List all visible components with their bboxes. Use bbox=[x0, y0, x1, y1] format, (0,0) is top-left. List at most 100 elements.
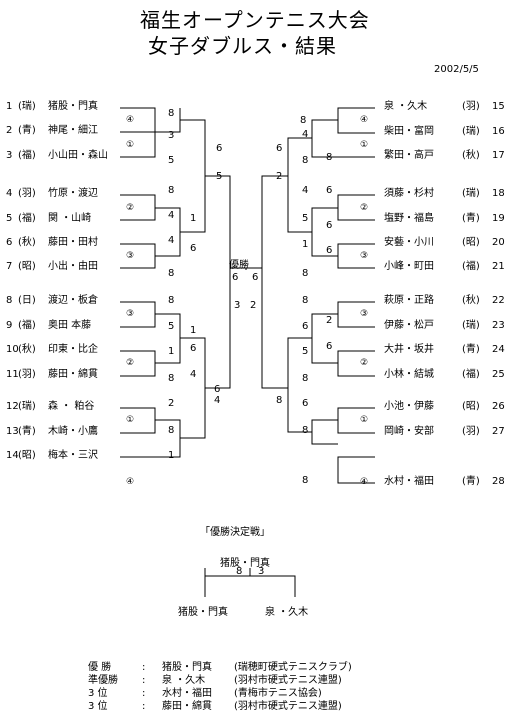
right-player-club: (瑞) bbox=[462, 320, 480, 331]
final-left-score: 6 bbox=[232, 272, 239, 283]
right-player-names: 伊藤・松戸 bbox=[384, 320, 434, 331]
left-player-club: (青) bbox=[18, 125, 36, 136]
right-player-names: 小林・結城 bbox=[384, 369, 434, 380]
left-player-number: 3 bbox=[6, 150, 13, 161]
right-r2-score: 2 bbox=[276, 171, 283, 182]
left-player-names: 藤田・綿貫 bbox=[48, 369, 98, 380]
left-r1-score: 8 bbox=[168, 185, 175, 196]
left-r1-score: 8 bbox=[168, 295, 175, 306]
left-r1-score: 3 bbox=[168, 130, 175, 141]
left-round-mark: ② bbox=[126, 358, 135, 368]
right-player-club: (秋) bbox=[462, 295, 480, 306]
right-player-club: (青) bbox=[462, 344, 480, 355]
right-r2-score: 6 bbox=[326, 185, 333, 196]
right-r1-score: 4 bbox=[302, 185, 309, 196]
left-round-mark: ④ bbox=[126, 115, 135, 125]
left-round-mark: ① bbox=[126, 415, 135, 425]
left-player-club: (瑞) bbox=[18, 101, 36, 112]
left-round-mark: ② bbox=[126, 203, 135, 213]
left-player-names: 猪股・門真 bbox=[48, 101, 98, 112]
right-r2-score: 6 bbox=[326, 220, 333, 231]
right-player-names: 小峰・町田 bbox=[384, 261, 434, 272]
left-player-number: 5 bbox=[6, 213, 13, 224]
left-player-names: 神尾・細江 bbox=[48, 125, 98, 136]
decider-score-left: 8 bbox=[236, 566, 243, 577]
left-r1-score: 8 bbox=[168, 268, 175, 279]
right-player-club: (羽) bbox=[462, 101, 480, 112]
result-sep: : bbox=[142, 701, 146, 712]
right-r1-score: 8 bbox=[302, 155, 309, 166]
right-r1-score: 8 bbox=[302, 475, 309, 486]
left-player-names: 小出・由田 bbox=[48, 261, 98, 272]
right-player-number: 20 bbox=[492, 237, 505, 248]
final-left-lower: 3 bbox=[234, 300, 241, 311]
right-round-mark: ④ bbox=[360, 477, 369, 487]
left-player-number: 6 bbox=[6, 237, 13, 248]
left-player-club: (福) bbox=[18, 320, 36, 331]
left-player-number: 9 bbox=[6, 320, 13, 331]
left-player-names: 小山田・森山 bbox=[48, 150, 108, 161]
left-r1-score: 4 bbox=[168, 235, 175, 246]
right-player-names: 繁田・高戸 bbox=[384, 150, 434, 161]
left-player-club: (青) bbox=[18, 426, 36, 437]
right-player-club: (瑞) bbox=[462, 188, 480, 199]
left-player-club: (秋) bbox=[18, 237, 36, 248]
right-round-mark: ④ bbox=[360, 115, 369, 125]
left-r1-score: 4 bbox=[168, 210, 175, 221]
right-r2-score: 6 bbox=[276, 143, 283, 154]
right-player-names: 須藤・杉村 bbox=[384, 188, 434, 199]
left-round-mark: ① bbox=[126, 140, 135, 150]
result-names: 泉 ・久木 bbox=[162, 675, 206, 686]
result-club: (瑞穂町硬式テニスクラブ) bbox=[234, 662, 352, 673]
left-player-number: 11 bbox=[6, 369, 19, 380]
right-r1-score: 1 bbox=[302, 239, 309, 250]
left-r2-score: 4 bbox=[190, 369, 197, 380]
right-r1-score: 8 bbox=[302, 373, 309, 384]
right-round-mark: ② bbox=[360, 358, 369, 368]
left-player-names: 奥田 本藤 bbox=[48, 320, 92, 331]
left-r1-score: 8 bbox=[168, 108, 175, 119]
left-r1-score: 1 bbox=[168, 346, 175, 357]
right-r1-score: 5 bbox=[302, 346, 309, 357]
left-player-number: 12 bbox=[6, 401, 19, 412]
left-player-number: 13 bbox=[6, 426, 19, 437]
page-subtitle: 女子ダブルス・結果 bbox=[148, 34, 337, 58]
result-rank: 3 位 bbox=[88, 701, 108, 712]
left-player-club: (福) bbox=[18, 150, 36, 161]
left-player-number: 1 bbox=[6, 101, 13, 112]
right-player-names: 萩原・正路 bbox=[384, 295, 434, 306]
right-r1-score: 6 bbox=[302, 398, 309, 409]
right-player-number: 21 bbox=[492, 261, 505, 272]
right-player-number: 24 bbox=[492, 344, 505, 355]
right-r1-score: 5 bbox=[302, 213, 309, 224]
right-player-names: 泉 ・久木 bbox=[384, 101, 428, 112]
left-r1-score: 8 bbox=[168, 425, 175, 436]
decider-title: 「優勝決定戦」 bbox=[200, 527, 270, 538]
right-round-mark: ③ bbox=[360, 309, 369, 319]
right-player-club: (昭) bbox=[462, 401, 480, 412]
right-player-club: (秋) bbox=[462, 150, 480, 161]
right-r1-score: 8 bbox=[300, 115, 307, 126]
right-r2-score: 6 bbox=[326, 341, 333, 352]
left-player-club: (羽) bbox=[18, 188, 36, 199]
right-r1-score: 8 bbox=[302, 268, 309, 279]
left-r1-score: 1 bbox=[168, 450, 175, 461]
right-player-number: 19 bbox=[492, 213, 505, 224]
right-player-club: (昭) bbox=[462, 237, 480, 248]
right-player-number: 26 bbox=[492, 401, 505, 412]
result-sep: : bbox=[142, 675, 146, 686]
result-rank: 3 位 bbox=[88, 688, 108, 699]
left-player-club: (羽) bbox=[18, 369, 36, 380]
left-r1-score: 8 bbox=[168, 373, 175, 384]
left-player-names: 梅本・三沢 bbox=[48, 450, 98, 461]
left-round-mark: ③ bbox=[126, 251, 135, 261]
left-r2-score: 6 bbox=[190, 243, 197, 254]
right-r1-score: 8 bbox=[302, 295, 309, 306]
left-player-names: 関 ・山崎 bbox=[48, 213, 92, 224]
left-player-club: (昭) bbox=[18, 450, 36, 461]
left-r1-score: 2 bbox=[168, 398, 175, 409]
right-player-club: (青) bbox=[462, 476, 480, 487]
right-player-club: (瑞) bbox=[462, 126, 480, 137]
right-player-number: 28 bbox=[492, 476, 505, 487]
